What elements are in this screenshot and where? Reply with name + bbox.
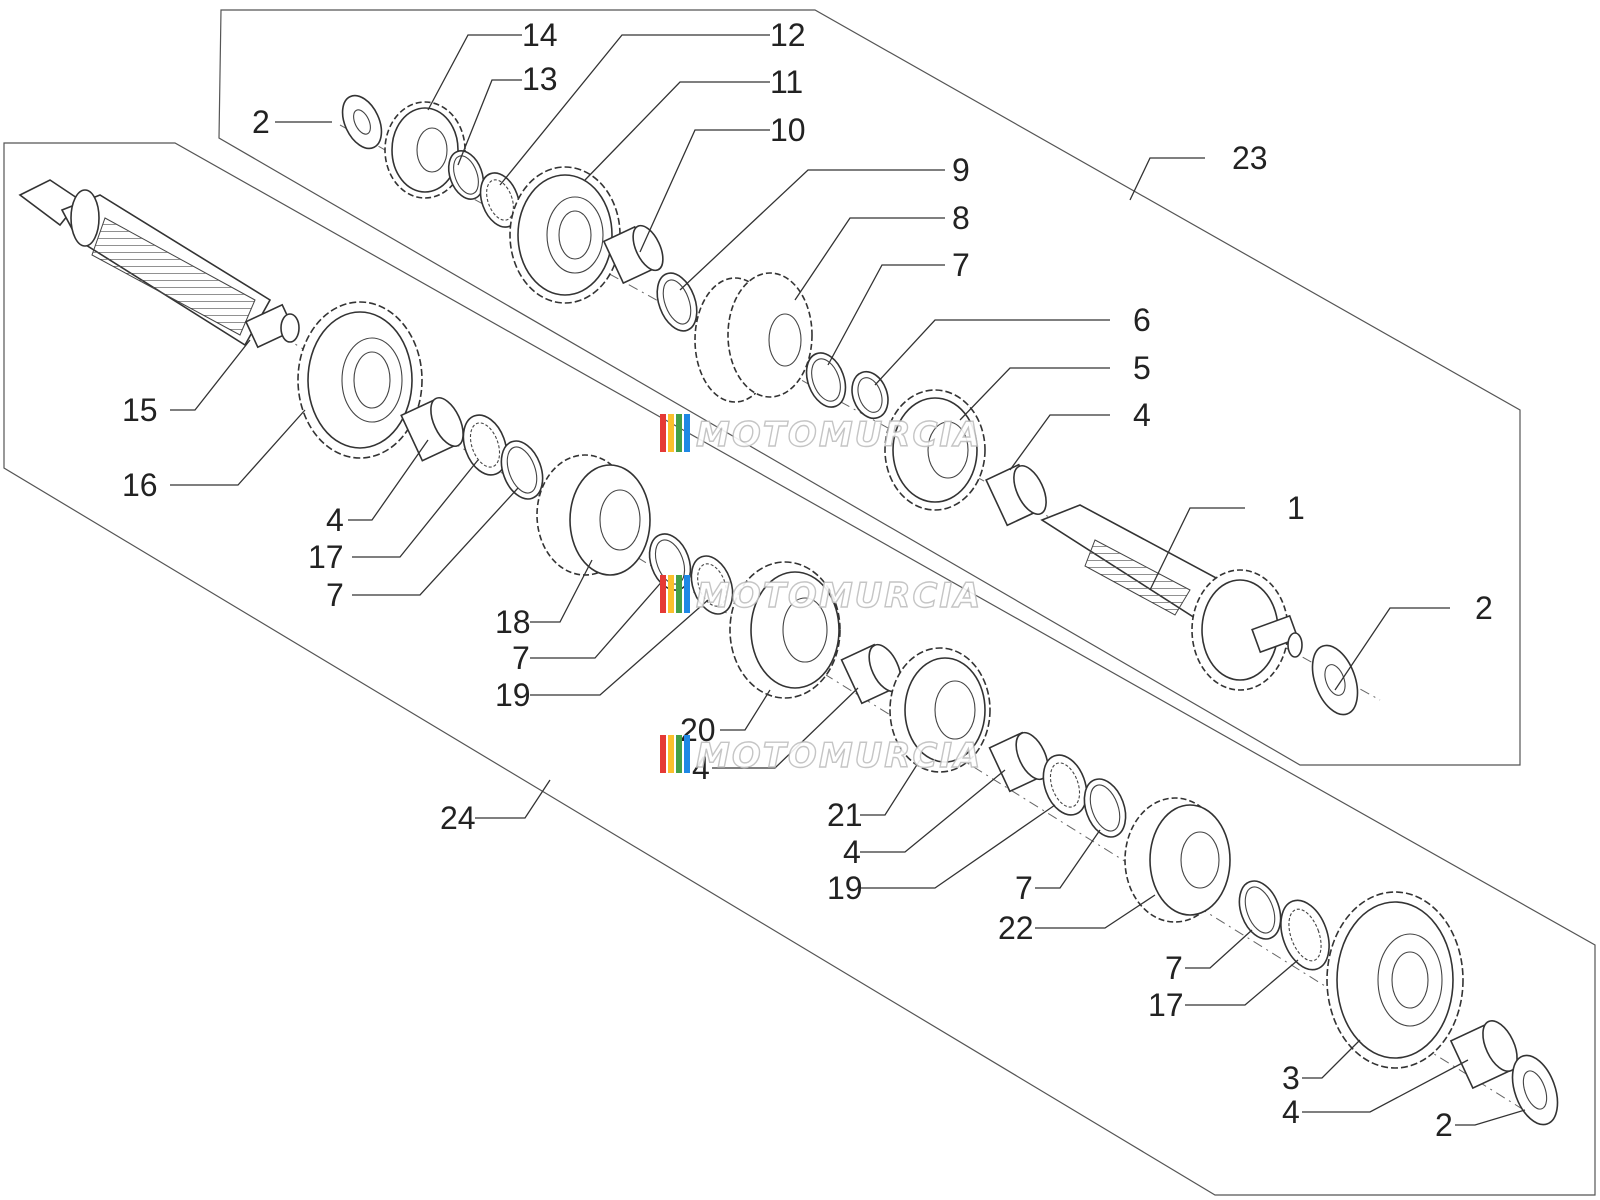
- washer-2-lower: [1511, 1054, 1559, 1126]
- bushing-4-lower-a: [400, 397, 464, 462]
- watermark-1: MOTOMURCIA: [660, 414, 982, 456]
- callout-9: 9: [952, 152, 970, 188]
- callout-5: 5: [1133, 350, 1151, 386]
- gear-14: [384, 101, 466, 199]
- callout-17-b: 17: [1148, 987, 1184, 1023]
- callout-7-upper: 7: [952, 247, 970, 283]
- gear-3: [1326, 891, 1464, 1069]
- bushing-4-upper: [985, 463, 1047, 527]
- washer-2-upper-left: [341, 94, 383, 150]
- bushing-4-lower-d: [1449, 1020, 1518, 1090]
- callout-2-bottom: 2: [1435, 1107, 1453, 1143]
- bushing-10: [602, 224, 664, 285]
- callout-7-a: 7: [326, 577, 344, 613]
- callout-4-b: 4: [692, 750, 710, 786]
- washer-6: [851, 370, 889, 420]
- gear-16: [297, 301, 423, 459]
- washer-9: [656, 272, 698, 332]
- washer-2-upper-right: [1311, 644, 1359, 716]
- gear-11: [509, 166, 621, 304]
- circlip-7-upper: [805, 352, 847, 408]
- circlip-7-lower-d: [1238, 880, 1282, 940]
- callout-4-c: 4: [843, 834, 861, 870]
- callout-1: 1: [1287, 490, 1305, 526]
- callout-11: 11: [770, 64, 803, 100]
- callout-7-c: 7: [1015, 870, 1033, 906]
- callout-7-b: 7: [512, 640, 530, 676]
- callouts: 14 13 12 11 10 9 8 7 6 5 4 1 2 23 2 15 1…: [122, 17, 1493, 1143]
- callout-4-a: 4: [326, 502, 344, 538]
- svg-text:MOTOMURCIA: MOTOMURCIA: [696, 576, 982, 616]
- callout-2-left: 2: [252, 104, 270, 140]
- gear-18: [536, 454, 651, 576]
- gear-21: [889, 647, 991, 773]
- callout-19-b: 19: [827, 870, 863, 906]
- callout-13: 13: [522, 61, 558, 97]
- bushing-4-lower-c: [988, 731, 1049, 793]
- callout-12: 12: [770, 17, 806, 53]
- callout-18: 18: [495, 604, 531, 640]
- callout-17-a: 17: [308, 539, 344, 575]
- callout-22: 22: [998, 910, 1034, 946]
- gear-20: [729, 561, 841, 699]
- washer-12: [479, 172, 521, 228]
- washer-17-a: [462, 414, 508, 476]
- callout-7-d: 7: [1165, 950, 1183, 986]
- svg-text:MOTOMURCIA: MOTOMURCIA: [696, 415, 982, 455]
- washer-19-a: [690, 555, 734, 615]
- callout-15: 15: [122, 392, 158, 428]
- leader-lines: [170, 34, 1526, 1126]
- circlip-7-lower-a: [500, 440, 544, 500]
- callout-8: 8: [952, 200, 970, 236]
- circlip-13: [447, 150, 485, 200]
- bushing-4-lower-b: [840, 643, 902, 705]
- gear-22: [1124, 797, 1231, 923]
- circlip-7-lower-c: [1083, 778, 1127, 838]
- assembly-23-frame: [218, 9, 1521, 766]
- washer-19-b: [1042, 754, 1088, 816]
- callout-14: 14: [522, 17, 558, 53]
- callout-23: 23: [1232, 140, 1268, 176]
- callout-10: 10: [770, 112, 806, 148]
- callout-3: 3: [1282, 1060, 1300, 1096]
- callout-16: 16: [122, 467, 158, 503]
- callout-6: 6: [1133, 302, 1151, 338]
- callout-19-a: 19: [495, 677, 531, 713]
- callout-4-upper: 4: [1133, 397, 1151, 433]
- callout-24: 24: [440, 800, 476, 836]
- callout-4-d: 4: [1282, 1094, 1300, 1130]
- watermark-2: MOTOMURCIA: [660, 575, 982, 617]
- callout-2-right: 2: [1475, 590, 1493, 626]
- assembly-24-frame: [3, 142, 1596, 1196]
- countershaft-15: [18, 179, 300, 349]
- watermark-3: MOTOMURCIA: [660, 735, 982, 777]
- callout-21: 21: [827, 797, 863, 833]
- mainshaft-1: [1040, 504, 1303, 691]
- washer-17-b: [1280, 899, 1330, 971]
- gear-8: [694, 272, 813, 403]
- svg-text:MOTOMURCIA: MOTOMURCIA: [696, 736, 982, 776]
